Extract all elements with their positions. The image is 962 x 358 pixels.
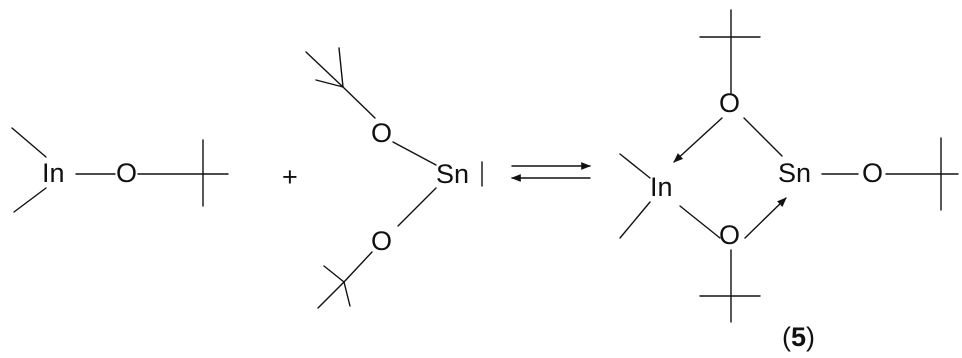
atom-indium: In <box>650 172 673 202</box>
product-complex: In O Sn O O <box>619 9 959 323</box>
bond-o-sn-upper <box>392 141 437 166</box>
bond-o-top-sn <box>743 117 783 157</box>
atom-indium: In <box>42 158 65 188</box>
atom-oxygen-upper: O <box>371 118 392 148</box>
compound-label: (5) <box>782 322 815 352</box>
compound-label-close: ) <box>806 322 815 352</box>
tbutyl-lower-2 <box>323 265 345 283</box>
bond-methyl-in-lower <box>619 201 651 239</box>
tbutyl-upper-2 <box>338 47 344 88</box>
tbutyl-upper-3 <box>315 79 344 88</box>
compound-label-open: ( <box>782 322 791 352</box>
atom-oxygen-bottom: O <box>719 220 740 250</box>
atom-tin: Sn <box>778 158 811 188</box>
reactant-indium-alkoxide: In O <box>11 127 229 213</box>
bond-sn-o-lower <box>397 187 437 227</box>
bond-methyl-in-upper <box>11 127 47 158</box>
tbutyl-lower-3 <box>343 281 351 307</box>
compound-number: 5 <box>791 322 806 352</box>
bond-o-tbutyl-lower <box>343 251 373 283</box>
bond-in-o-bottom <box>679 205 721 239</box>
atom-oxygen-lower: O <box>371 226 392 256</box>
bond-methyl-in-lower <box>13 187 47 213</box>
atom-tin: Sn <box>436 159 469 189</box>
tbutyl-upper-1 <box>305 51 344 88</box>
bond-methyl-in-upper <box>619 153 651 179</box>
dative-bond-o-top-in <box>673 117 723 163</box>
atom-oxygen: O <box>116 158 137 188</box>
atom-oxygen-top: O <box>719 88 740 118</box>
dative-bond-o-bottom-sn <box>744 197 787 239</box>
reactant-tin-alkoxide: O Sn O <box>305 47 483 309</box>
equilibrium-arrows <box>511 162 591 182</box>
tbutyl-lower-1 <box>317 281 345 309</box>
bond-tbutyl-o-upper <box>342 86 376 119</box>
plus-sign: + <box>282 162 298 192</box>
atom-oxygen-right: O <box>862 158 883 188</box>
